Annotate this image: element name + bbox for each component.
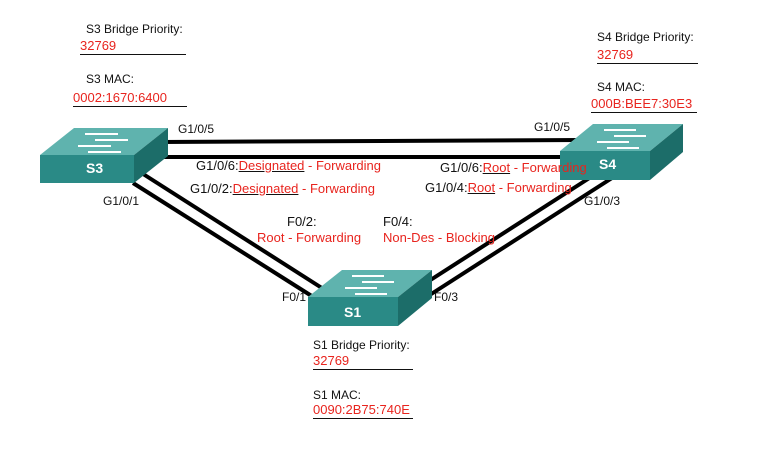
link-s3-s4-g105	[159, 138, 583, 144]
port-label-s4-g103: G1/0/3	[584, 194, 621, 208]
status-s3-g102-state: Forwarding	[309, 181, 376, 196]
switch-s4[interactable]	[560, 124, 683, 180]
s1-priority-label: S1 Bridge Priority:	[313, 338, 410, 352]
s4-priority-label: S4 Bridge Priority:	[597, 30, 694, 44]
switch-s4-front	[560, 151, 650, 180]
status-s1-f02: F0/2: Root - Forwarding	[257, 214, 361, 246]
switch-s1-front	[308, 297, 398, 326]
status-s1-f04-sep: -	[434, 230, 446, 245]
status-s1-f04-role: Non-Des	[383, 230, 435, 245]
switch-s3-arrows-icon	[78, 133, 128, 153]
s1-mac-label: S1 MAC:	[313, 388, 362, 402]
switch-s3-top	[40, 128, 168, 155]
link-s3-s1-a	[138, 170, 327, 292]
status-s1-f04-port: F0/4:	[383, 214, 413, 229]
status-s4-g106-state: Forwarding	[521, 160, 587, 175]
switch-s1-arrows-icon	[345, 275, 394, 295]
status-s1-f02-state: Forwarding	[296, 230, 362, 245]
status-s3-g106-state: Forwarding	[315, 158, 382, 173]
status-s3-g102: G1/0/2:Designated - Forwarding	[190, 181, 375, 196]
switch-s1-name: S1	[344, 304, 362, 320]
status-s3-g106-port: G1/0/6:	[196, 158, 239, 173]
port-label-s1-f01: F0/1	[282, 290, 307, 304]
status-s4-g104-state: Forwarding	[506, 180, 572, 195]
status-s1-f04-state: Blocking	[445, 230, 495, 245]
status-s4-g106-sep: -	[510, 160, 522, 175]
s1-priority-value: 32769	[313, 353, 413, 370]
switch-s3[interactable]	[40, 128, 168, 183]
switch-s4-top	[560, 124, 683, 151]
status-s3-g102-role: Designated	[232, 181, 299, 196]
status-s4-g104-port: G1/0/4:	[425, 180, 468, 195]
s3-priority-value: 32769	[80, 38, 186, 55]
status-s1-f02-role: Root	[257, 230, 285, 245]
port-label-s1-f03: F0/3	[434, 290, 459, 304]
port-label-s4-g105: G1/0/5	[534, 120, 571, 134]
switch-s4-name: S4	[599, 156, 617, 172]
status-s4-g106: G1/0/6:Root - Forwarding	[440, 160, 587, 175]
s3-priority-label: S3 Bridge Priority:	[86, 22, 183, 36]
status-s4-g106-role: Root	[482, 160, 511, 175]
link-s4-s1-b	[423, 176, 614, 300]
switch-s3-name: S3	[86, 160, 104, 176]
status-s4-g106-port: G1/0/6:	[440, 160, 483, 175]
switch-s3-side	[134, 128, 168, 183]
s3-mac-label: S3 MAC:	[86, 72, 135, 86]
port-label-s3-g101: G1/0/1	[103, 194, 140, 208]
s4-mac-value: 000B:BEE7:30E3	[591, 96, 697, 113]
switch-s4-arrows-icon	[597, 129, 646, 149]
s1-mac-value: 0090:2B75:740E	[313, 402, 413, 419]
s4-priority-value: 32769	[597, 47, 698, 64]
status-s4-g104-sep: -	[495, 180, 507, 195]
switch-s1[interactable]	[308, 270, 432, 326]
link-s4-s1-a	[416, 166, 607, 290]
switch-s1-side	[398, 270, 432, 326]
status-s4-g104-role: Root	[467, 180, 496, 195]
s4-mac-label: S4 MAC:	[597, 80, 646, 94]
status-s3-g102-port: G1/0/2:	[190, 181, 233, 196]
status-s1-f02-sep: -	[284, 230, 297, 245]
status-s3-g102-sep: -	[298, 181, 310, 196]
status-s3-g106: G1/0/6:Designated - Forwarding	[196, 158, 381, 173]
s3-mac-value: 0002:1670:6400	[73, 90, 187, 107]
status-s1-f02-port: F0/2:	[287, 214, 317, 229]
status-s4-g104: G1/0/4:Root - Forwarding	[425, 180, 572, 195]
status-s3-g106-role: Designated	[238, 158, 305, 173]
status-s3-g106-sep: -	[304, 158, 316, 173]
link-s3-s1-b	[131, 181, 320, 302]
port-label-s3-g105: G1/0/5	[178, 122, 215, 136]
switch-s4-side	[650, 124, 683, 180]
switch-s3-front	[40, 155, 134, 183]
status-s1-f04: F0/4: Non-Des - Blocking	[383, 214, 495, 246]
switch-s1-top	[308, 270, 432, 297]
